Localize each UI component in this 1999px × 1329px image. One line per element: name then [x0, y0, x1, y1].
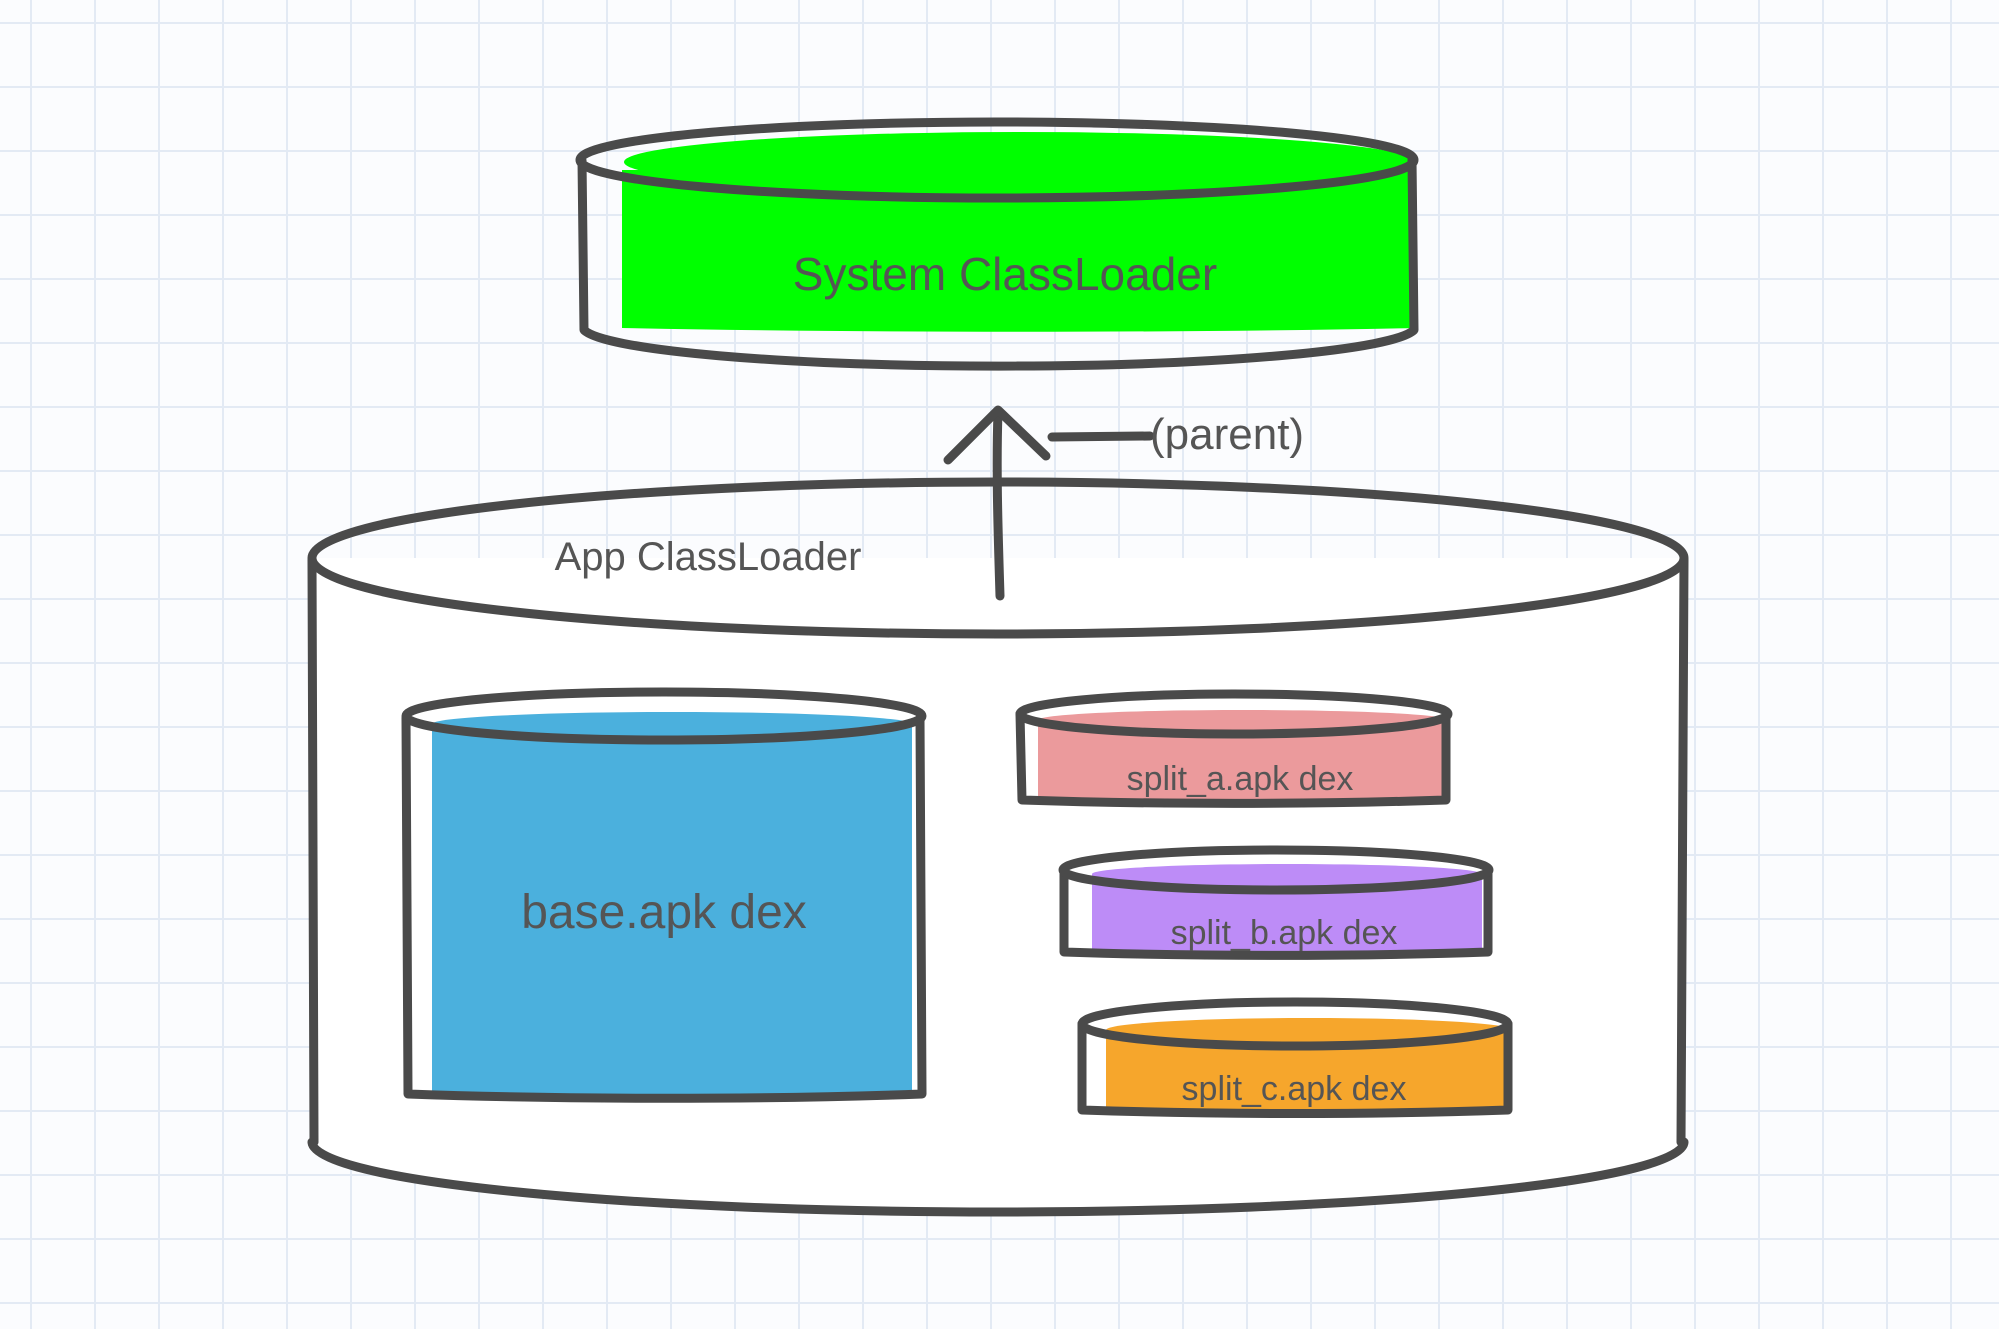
split-c-dex-top-ellipse [1077, 997, 1513, 1051]
split-a-dex-fill-top [1038, 710, 1448, 730]
app-classloader-right-edge [1676, 555, 1689, 1147]
split-b-dex-node: split_b.apk dex [1058, 845, 1494, 960]
base-dex-side-walls [401, 713, 927, 1103]
parent-label-connector [1047, 431, 1155, 442]
system-classloader-fill-top [624, 132, 1416, 192]
parent-edge: (parent) [943, 405, 1304, 601]
parent-arrow-head [943, 405, 1051, 465]
split-c-dex-fill-top [1106, 1018, 1512, 1042]
split-c-dex-label: split_c.apk dex [1182, 1070, 1407, 1108]
base-dex-fill [432, 724, 912, 1100]
split-a-dex-side-walls [1015, 709, 1451, 808]
split-c-dex-side-walls [1077, 1019, 1513, 1118]
base-dex-fill-top [432, 712, 912, 736]
parent-edge-label: (parent) [1150, 410, 1304, 459]
system-classloader-label: System ClassLoader [793, 248, 1217, 300]
split-a-dex-top-ellipse [1015, 689, 1453, 739]
app-classloader-label: App ClassLoader [555, 535, 862, 579]
system-classloader-top-ellipse [575, 117, 1419, 203]
app-classloader-left-edge [307, 555, 319, 1147]
split-c-dex-fill [1106, 1030, 1512, 1111]
system-classloader-fill-side [622, 168, 1416, 332]
base-dex-top-ellipse [401, 687, 927, 745]
split-a-dex-fill [1038, 720, 1448, 803]
split-b-dex-fill [1092, 874, 1482, 957]
split-b-dex-top-ellipse [1058, 845, 1494, 895]
split-b-dex-label: split_b.apk dex [1171, 914, 1398, 952]
split-b-dex-side-walls [1059, 865, 1493, 960]
base-dex-label: base.apk dex [521, 886, 807, 939]
system-classloader-side-walls [577, 155, 1419, 371]
base-dex-node: base.apk dex [401, 687, 927, 1103]
system-classloader-node: System ClassLoader [575, 117, 1419, 371]
app-classloader-bottom-edge [307, 1137, 1689, 1217]
split-a-dex-label: split_a.apk dex [1127, 760, 1354, 798]
split-c-dex-node: split_c.apk dex [1077, 997, 1513, 1118]
split-a-dex-node: split_a.apk dex [1015, 689, 1453, 808]
parent-arrow-shaft [992, 407, 1005, 601]
split-b-dex-fill-top [1092, 864, 1482, 884]
